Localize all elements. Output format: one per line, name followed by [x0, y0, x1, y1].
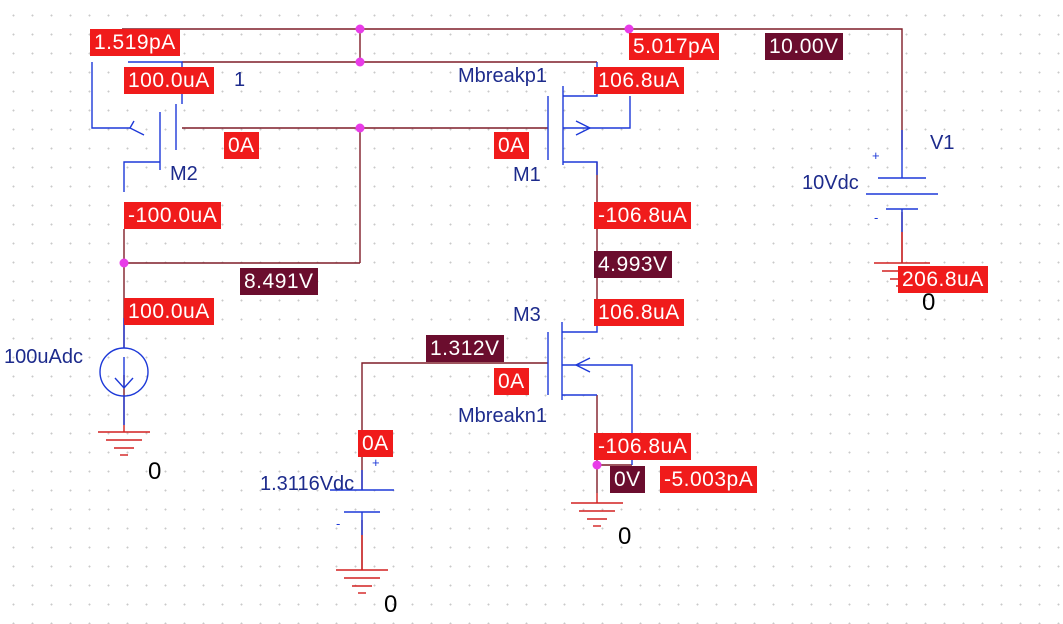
- node-dot: [624, 24, 634, 34]
- ground-label: 0: [148, 458, 161, 485]
- junction-nodes: [119, 24, 634, 470]
- voltage-tag-supply: 10.00V: [765, 33, 843, 60]
- ground-label: 0: [384, 591, 397, 618]
- node-dot: [355, 57, 365, 67]
- m2-label-tail: 1: [234, 69, 245, 91]
- current-tag-m3-drain: 106.8uA: [594, 299, 684, 326]
- v1-value-label: 10Vdc: [802, 172, 859, 194]
- voltage-tag-mid: 4.993V: [594, 251, 672, 278]
- voltage-source-v1[interactable]: + -: [866, 130, 938, 232]
- voltage-tag-gate-node: 8.491V: [240, 268, 318, 295]
- voltage-source-v2[interactable]: + -: [330, 455, 394, 535]
- v1-minus-sign: -: [874, 210, 878, 225]
- current-tag-m1-drain: -106.8uA: [594, 202, 692, 229]
- voltage-tag-m3-gate: 1.312V: [426, 335, 504, 362]
- m3-bulk-arrow: [574, 357, 591, 373]
- m3-label: M3: [513, 304, 541, 326]
- node-dot: [592, 460, 602, 470]
- current-tag-m1-source: 106.8uA: [594, 67, 684, 94]
- m1-source-lead: [563, 62, 598, 97]
- m2-label: M2: [170, 163, 198, 185]
- voltage-tag-m3-source: 0V: [610, 466, 645, 493]
- current-tag-v2: 0A: [358, 430, 393, 457]
- current-tag-m3-bulk: -5.003pA: [660, 466, 758, 493]
- ground-label: 0: [618, 523, 631, 550]
- current-tag-v1: 206.8uA: [898, 266, 988, 293]
- m3-bulk-lead: [562, 364, 633, 465]
- current-tag-m3-gate: 0A: [494, 368, 529, 395]
- ground-i1: [98, 425, 150, 456]
- m2-drain-lead: [123, 161, 160, 192]
- supply-rail-wire: [122, 28, 903, 150]
- mbreakn1-label: Mbreakn1: [458, 405, 547, 427]
- current-tag-m2-gate: 0A: [224, 132, 259, 159]
- current-tag-m2-drain: -100.0uA: [124, 202, 222, 229]
- m1-bulk-arrow: [575, 120, 592, 136]
- v2-plus-sign: +: [372, 455, 380, 470]
- v1-label: V1: [930, 132, 954, 154]
- i1-value-label: 100uAdc: [4, 346, 83, 368]
- mbreakp1-label: Mbreakp1: [458, 65, 547, 87]
- current-tag-isrc: 100.0uA: [124, 298, 214, 325]
- ground-v2: [336, 535, 388, 594]
- m1-drain-lead: [563, 161, 598, 175]
- node-dot: [119, 258, 129, 268]
- m3-drain-lead: [562, 318, 598, 333]
- v2-value-label: 1.3116Vdc: [260, 473, 354, 495]
- current-tag-rail-right: 5.017pA: [629, 33, 719, 60]
- v2-minus-sign: -: [336, 516, 340, 531]
- current-tag-m3-source: -106.8uA: [594, 433, 692, 460]
- m2-bulk-lead: [91, 62, 130, 129]
- isrc-arrow-head: [114, 377, 134, 390]
- wires: [122, 28, 903, 570]
- m2-bulk-arrow: [129, 120, 145, 136]
- node-dot: [355, 123, 365, 133]
- v1-plus-sign: +: [872, 148, 880, 163]
- ground-m3: [571, 493, 623, 527]
- m1-label: M1: [513, 164, 541, 186]
- ground-label: 0: [922, 289, 935, 316]
- current-tag-m2-source: 100.0uA: [124, 67, 214, 94]
- node-dot: [355, 24, 365, 34]
- current-tag-rail-left: 1.519pA: [90, 29, 180, 56]
- m1-bulk-lead: [563, 96, 631, 129]
- current-source-i1[interactable]: [99, 318, 149, 425]
- current-tag-m1-gate: 0A: [494, 132, 529, 159]
